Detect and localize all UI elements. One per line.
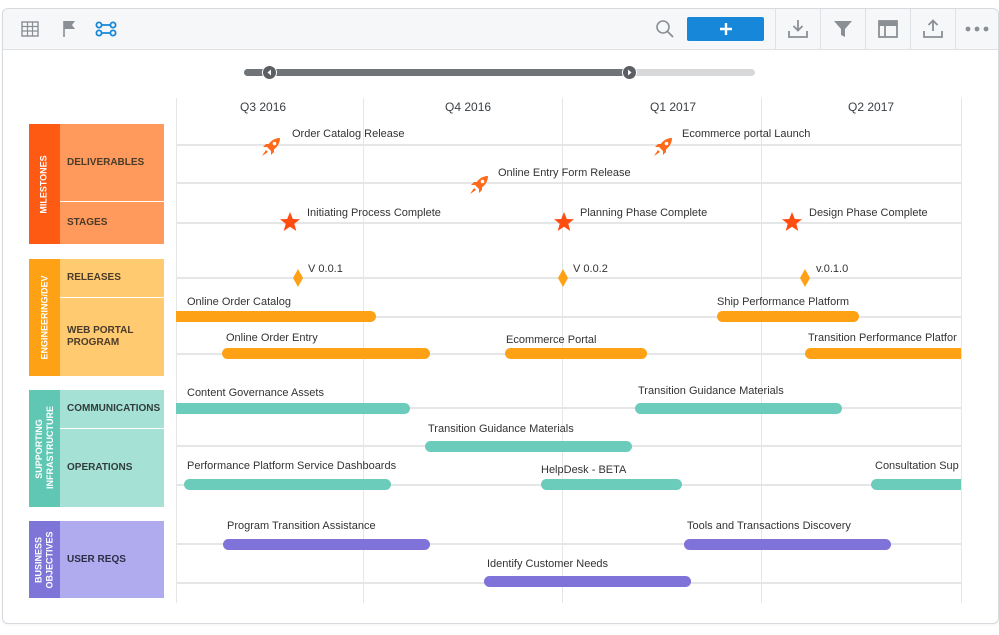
swimlane-line (176, 144, 961, 146)
toolbar-separator (910, 9, 911, 49)
grid-icon[interactable] (19, 9, 41, 49)
add-button[interactable] (687, 17, 764, 41)
toolbar (3, 9, 998, 50)
timeline-bar[interactable] (684, 539, 891, 550)
slider-handle-start[interactable] (262, 65, 277, 80)
release-label[interactable]: V 0.0.2 (573, 263, 608, 275)
bar-label: Program Transition Assistance (227, 520, 376, 532)
layout-icon[interactable] (866, 9, 910, 49)
timeline-bar[interactable] (805, 348, 961, 359)
bar-label: Ship Performance Platform (717, 296, 850, 308)
swimlane-line (176, 182, 961, 184)
bar-label: Consultation Sup (875, 460, 959, 472)
toolbar-separator (865, 9, 866, 49)
timeline-bar[interactable] (425, 441, 632, 452)
stage-label[interactable]: Design Phase Complete (809, 207, 928, 219)
filter-icon[interactable] (821, 9, 865, 49)
quarter-header: Q2 2017 (848, 100, 895, 114)
swimlane-line (176, 543, 961, 545)
timeline-bar[interactable] (541, 479, 682, 490)
lane-divider (60, 201, 164, 202)
bar-label: Transition Guidance Materials (638, 385, 784, 397)
swimlane-line (176, 316, 961, 318)
timeline-gridline (176, 98, 177, 603)
timeline-bar[interactable] (184, 479, 391, 490)
bar-label: Performance Platform Service Dashboards (187, 460, 397, 472)
time-range-slider[interactable] (244, 65, 755, 80)
bar-label: Online Order Catalog (187, 296, 291, 308)
bar-label: Transition Guidance Materials (428, 423, 574, 435)
toolbar-separator (775, 9, 776, 49)
group-engineering: ENGINEERING/DEV RELEASES WEB PORTAL PROG… (29, 259, 164, 376)
roadmap-icon[interactable] (94, 9, 118, 49)
slider-handle-end[interactable] (622, 65, 637, 80)
lane-label: WEB PORTAL PROGRAM (67, 325, 134, 348)
group-business-objectives: BUSINESS OBJECTIVES USER REQS (29, 521, 164, 598)
bar-label: Identify Customer Needs (487, 558, 609, 570)
lane-divider (60, 428, 164, 429)
star-icon[interactable] (781, 211, 803, 238)
diamond-icon[interactable] (557, 268, 569, 293)
timeline-bar[interactable] (505, 348, 647, 359)
timeline-bar[interactable] (222, 348, 430, 359)
timeline-bar[interactable] (717, 311, 859, 322)
plus-icon (719, 23, 732, 35)
timeline-bar[interactable] (176, 311, 376, 322)
timeline-bar[interactable] (484, 576, 691, 587)
bar-label: Online Order Entry (226, 332, 318, 344)
milestone-label[interactable]: Order Catalog Release (292, 128, 405, 140)
lane-web-portal-program[interactable]: WEB PORTAL PROGRAM (60, 298, 164, 376)
group-milestones: MILESTONES DELIVERABLES STAGES (29, 124, 164, 244)
timeline-bar[interactable] (223, 539, 430, 550)
export-icon[interactable] (911, 9, 955, 49)
lane-operations[interactable]: OPERATIONS (60, 429, 164, 507)
lane-stages[interactable]: STAGES (60, 202, 164, 244)
group-title-infrastructure[interactable]: SUPPORTING INFRASTRUCTURE (29, 390, 60, 507)
quarter-header: Q1 2017 (650, 100, 697, 114)
quarter-header: Q3 2016 (240, 100, 287, 114)
milestone-label[interactable]: Online Entry Form Release (498, 167, 631, 179)
bar-label: Ecommerce Portal (506, 334, 597, 346)
slider-fill (244, 69, 629, 76)
more-icon[interactable] (956, 9, 998, 49)
lane-user-reqs[interactable]: USER REQS (60, 521, 164, 598)
stage-label[interactable]: Initiating Process Complete (307, 207, 441, 219)
lane-deliverables[interactable]: DELIVERABLES (60, 124, 164, 201)
timeline-bar[interactable] (176, 403, 410, 414)
download-icon[interactable] (776, 9, 820, 49)
bar-label: Transition Performance Platfor (808, 332, 957, 344)
bar-label: HelpDesk - BETA (541, 464, 627, 476)
release-label[interactable]: v.0.1.0 (816, 263, 849, 275)
release-label[interactable]: V 0.0.1 (308, 263, 343, 275)
stage-label[interactable]: Planning Phase Complete (580, 207, 708, 219)
milestone-label[interactable]: Ecommerce portal Launch (682, 128, 811, 140)
lane-divider (60, 297, 164, 298)
bar-label: Tools and Transactions Discovery (687, 520, 851, 532)
quarter-header: Q4 2016 (445, 100, 492, 114)
flag-icon[interactable] (59, 9, 79, 49)
group-supporting-infrastructure: SUPPORTING INFRASTRUCTURE COMMUNICATIONS… (29, 390, 164, 507)
timeline-bar[interactable] (871, 479, 961, 490)
group-title-business[interactable]: BUSINESS OBJECTIVES (29, 521, 60, 598)
rocket-icon[interactable] (650, 134, 676, 165)
star-icon[interactable] (553, 211, 575, 238)
timeline-gridline (761, 98, 762, 603)
diamond-icon[interactable] (799, 268, 811, 293)
toolbar-separator (955, 9, 956, 49)
swimlane-line (176, 407, 961, 409)
search-icon[interactable] (654, 9, 676, 49)
rocket-icon[interactable] (466, 172, 492, 203)
lane-releases[interactable]: RELEASES (60, 259, 164, 297)
bar-label: Content Governance Assets (187, 387, 324, 399)
lane-communications[interactable]: COMMUNICATIONS (60, 390, 164, 428)
timeline-bar[interactable] (635, 403, 842, 414)
rocket-icon[interactable] (258, 134, 284, 165)
group-title-engineering[interactable]: ENGINEERING/DEV (29, 259, 60, 376)
toolbar-separator (820, 9, 821, 49)
group-title-milestones[interactable]: MILESTONES (29, 124, 60, 244)
swimlane-line (176, 277, 961, 279)
star-icon[interactable] (279, 211, 301, 238)
timeline-gridline (961, 98, 962, 603)
diamond-icon[interactable] (292, 268, 304, 293)
